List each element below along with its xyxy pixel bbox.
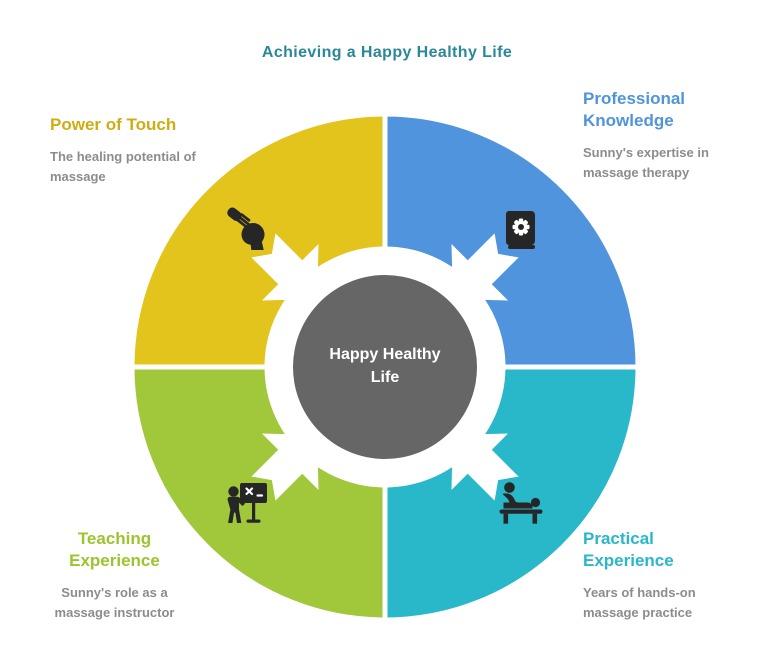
quadrant-description-power-of-touch: The healing potential of massage	[50, 149, 196, 184]
quadrant-title-practical-experience: Practical Experience	[583, 529, 674, 571]
converging-arrows	[251, 233, 519, 501]
quadrant-title-professional-knowledge: Professional Knowledge	[583, 89, 686, 131]
quadrant-label-teaching-experience: Teaching Experience Sunny's role as a ma…	[42, 528, 187, 622]
quadrant-title-teaching-experience: Teaching Experience	[69, 529, 160, 571]
quadrant-title-power-of-touch: Power of Touch	[50, 115, 177, 134]
quadrant-label-professional-knowledge: Professional Knowledge Sunny's expertise…	[583, 88, 733, 182]
teaching-board-icon	[227, 483, 267, 523]
arrow-toward-center-top-right	[451, 233, 519, 301]
arrow-toward-center-bottom-left	[251, 433, 319, 501]
quadrant-label-practical-experience: Practical Experience Years of hands-on m…	[583, 528, 711, 622]
center-circle	[293, 275, 477, 459]
quadrant-arc-practical-experience	[382, 364, 641, 623]
quadrant-description-professional-knowledge: Sunny's expertise in massage therapy	[583, 145, 709, 180]
quadrant-description-teaching-experience: Sunny's role as a massage instructor	[54, 585, 175, 620]
diagram-title: Achieving a Happy Healthy Life	[261, 44, 513, 61]
massage-practice-icon	[499, 482, 543, 524]
book-gear-icon	[506, 211, 535, 249]
hand-massage-icon	[227, 207, 265, 250]
quadrant-description-practical-experience: Years of hands-on massage practice	[583, 585, 696, 620]
arrow-toward-center-top-left	[251, 233, 319, 301]
center-label: Happy Healthy Life	[329, 346, 441, 387]
arrow-toward-center-bottom-right	[451, 433, 519, 501]
quadrant-label-power-of-touch: Power of Touch The healing potential of …	[50, 114, 200, 186]
